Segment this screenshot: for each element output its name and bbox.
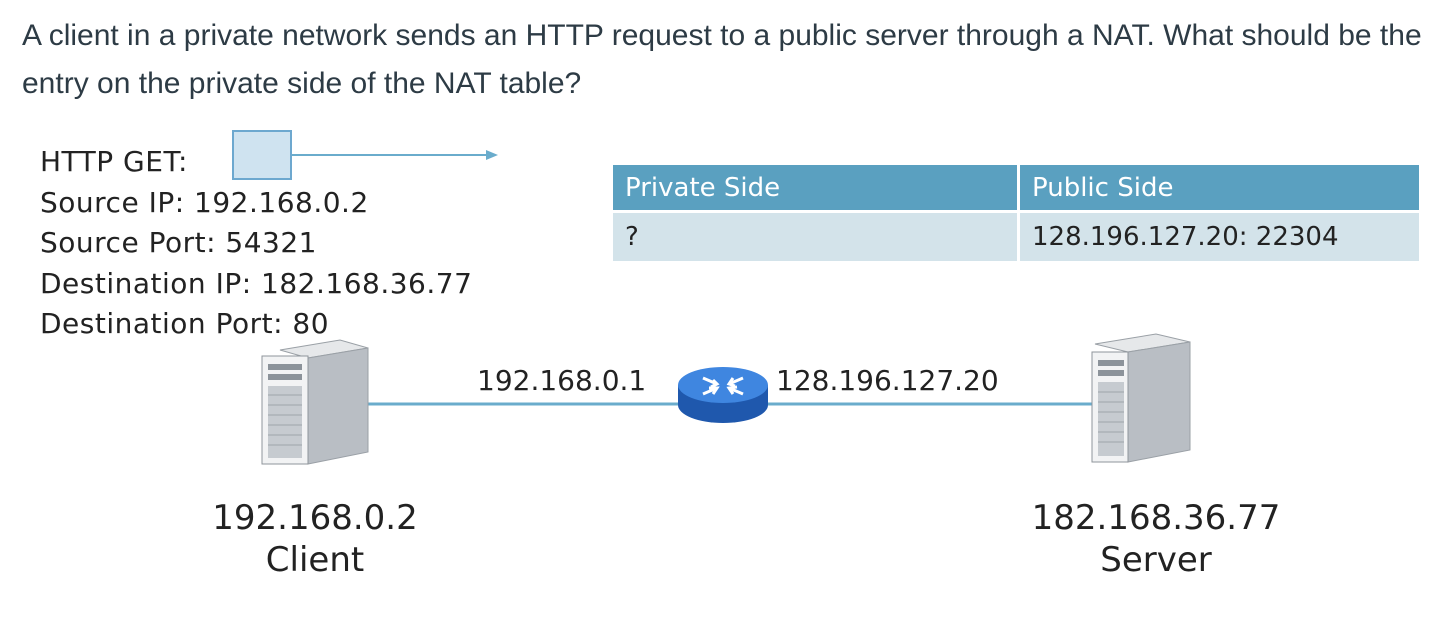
nat-cell-private: ? <box>613 213 1017 261</box>
server-ip-label: 182.168.36.77 <box>1031 498 1281 538</box>
router-icon <box>678 367 768 423</box>
packet-source-port: Source Port: 54321 <box>40 226 317 259</box>
server-computer-icon <box>1091 333 1191 463</box>
packet-payload-box <box>232 130 292 180</box>
packet-info: HTTP GET: Source IP: 192.168.0.2 Source … <box>40 142 472 345</box>
packet-title: HTTP GET: <box>40 145 188 178</box>
request-arrow-head <box>486 150 498 160</box>
server-name-label: Server <box>1100 540 1212 580</box>
client-name-label: Client <box>265 540 365 580</box>
packet-destination-port: Destination Port: 80 <box>40 307 330 340</box>
packet-source-ip: Source IP: 192.168.0.2 <box>40 185 369 219</box>
packet-destination-ip: Destination IP: 182.168.36.77 <box>40 266 473 300</box>
client-computer-icon <box>261 339 369 465</box>
router-public-ip-label: 128.196.127.20 <box>776 364 999 397</box>
question-text: A client in a private network sends an H… <box>22 19 1422 100</box>
nat-cell-public: 128.196.127.20: 22304 <box>1020 213 1419 261</box>
nat-table: Private Side Public Side ? 128.196.127.2… <box>610 165 1422 261</box>
router-private-ip-label: 192.168.0.1 <box>477 364 647 397</box>
table-row: ? 128.196.127.20: 22304 <box>613 213 1419 261</box>
server-label: 182.168.36.77 Server <box>1018 497 1294 581</box>
client-label: 192.168.0.2 Client <box>202 497 428 581</box>
nat-header-private: Private Side <box>613 165 1017 213</box>
client-ip-label: 192.168.0.2 <box>212 498 418 538</box>
nat-header-public: Public Side <box>1020 165 1419 213</box>
nat-table-header-row: Private Side Public Side <box>613 165 1419 213</box>
